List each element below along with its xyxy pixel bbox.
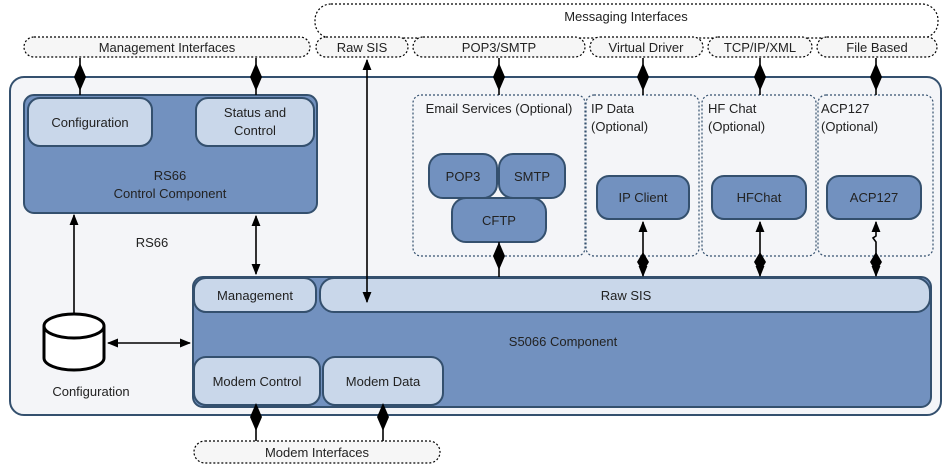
connection-lines (69, 58, 881, 441)
hfchat-box (711, 175, 807, 220)
management-interfaces-pill (23, 36, 311, 58)
tcp-ip-xml-label: TCP/IP/XML (724, 40, 796, 55)
acp127-box-label: ACP127 (850, 190, 898, 205)
modem-interfaces-label: Modem Interfaces (265, 445, 370, 460)
configuration-box-label: Configuration (51, 115, 128, 130)
ip-data-label-line2: (Optional) (591, 119, 648, 134)
raw-sis-bar-label: Raw SIS (601, 288, 652, 303)
tcp-ip-xml-pill (707, 36, 813, 58)
hf-chat-label-line1: HF Chat (708, 101, 757, 116)
raw-sis-pill-label: Raw SIS (337, 40, 388, 55)
status-control-label-line1: Status and (224, 105, 286, 120)
s5066-component-label: S5066 Component (509, 334, 618, 349)
ip-client-box (596, 175, 690, 220)
pop3-label: POP3 (446, 169, 481, 184)
hf-chat-label-line2: (Optional) (708, 119, 765, 134)
configuration-db-label: Configuration (52, 384, 129, 399)
management-box (193, 277, 317, 313)
ip-data-label-line1: IP Data (591, 101, 635, 116)
virtual-driver-label: Virtual Driver (609, 40, 685, 55)
messaging-interfaces-group (314, 3, 939, 39)
acp127-box (826, 175, 922, 220)
acp127-label-line2: (Optional) (821, 119, 878, 134)
pop3-smtp-pill (412, 36, 586, 58)
email-services-label: Email Services (Optional) (426, 101, 573, 116)
management-label: Management (217, 288, 293, 303)
cftp-label: CFTP (482, 213, 516, 228)
messaging-interfaces-label: Messaging Interfaces (564, 9, 688, 24)
modem-interfaces-pill (193, 440, 441, 464)
management-interfaces-label: Management Interfaces (99, 40, 236, 55)
pop3-smtp-label: POP3/SMTP (462, 40, 536, 55)
rs66-label: RS66 (136, 235, 169, 250)
smtp-label: SMTP (514, 169, 550, 184)
ip-client-label: IP Client (619, 190, 668, 205)
rs66-control-label-line1: RS66 (154, 168, 187, 183)
configuration-box (27, 97, 153, 147)
modem-data-label: Modem Data (346, 374, 421, 389)
file-based-pill (816, 36, 938, 58)
acp127-label-line1: ACP127 (821, 101, 869, 116)
modem-control-box (193, 356, 321, 406)
status-control-box (195, 97, 315, 147)
double-headed-arrow-icon (871, 220, 881, 278)
raw-sis-pill (315, 36, 409, 58)
rs66-control-label-line2: Control Component (114, 186, 227, 201)
file-based-label: File Based (846, 40, 907, 55)
modem-control-label: Modem Control (213, 374, 302, 389)
hfchat-label: HFChat (737, 190, 782, 205)
database-cylinder-icon (42, 312, 106, 372)
raw-sis-bar (319, 277, 931, 313)
status-control-label-line2: Control (234, 123, 276, 138)
virtual-driver-pill (589, 36, 704, 58)
